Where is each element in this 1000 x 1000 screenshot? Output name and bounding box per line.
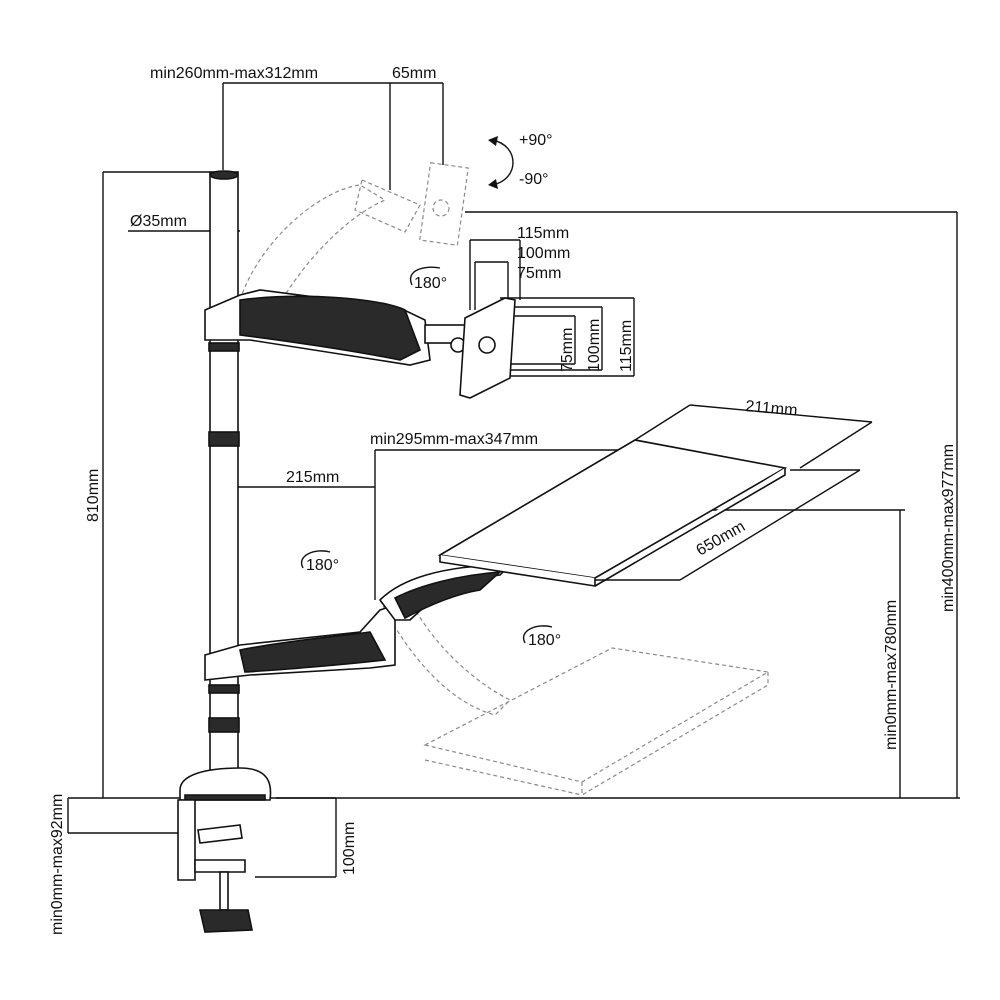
vesa-100-top-label: 100mm <box>517 245 570 262</box>
monitor-height-label: min400mm-max977mm <box>940 444 957 612</box>
rotate-tray-label: 180° <box>528 632 561 649</box>
rotation-arrows <box>300 136 553 644</box>
clamp-range-label: min0mm-max92mm <box>49 794 66 935</box>
vesa-offset-label: 65mm <box>392 65 436 82</box>
tray-height-label: min0mm-max780mm <box>883 600 900 750</box>
rotate-monitor-label: 180° <box>414 275 447 292</box>
ghost-positions <box>239 162 770 797</box>
pole-height-label: 810mm <box>85 469 102 522</box>
pole-diameter-label: Ø35mm <box>130 213 187 230</box>
vesa-75-top-label: 75mm <box>517 265 561 282</box>
rotate-arm-label: 180° <box>306 557 339 574</box>
clamp-depth-label: 100mm <box>341 822 358 875</box>
pole-depth-label: min260mm-max312mm <box>150 65 318 82</box>
keyboard-tray <box>437 439 788 587</box>
tray-arm <box>204 564 512 681</box>
arm-reach-label: min295mm-max347mm <box>370 431 538 448</box>
vesa-115-side-label: 115mm <box>618 320 635 372</box>
pole <box>208 170 240 783</box>
dimension-lines <box>67 82 960 878</box>
tilt-down-label: -90° <box>519 171 549 188</box>
desk-clamp <box>177 767 272 933</box>
vesa-100-side-label: 100mm <box>586 319 603 372</box>
tilt-up-label: +90° <box>519 132 553 149</box>
arm-offset-label: 215mm <box>286 469 339 486</box>
vesa-115-top-label: 115mm <box>517 225 569 242</box>
tray-depth-label: 211mm <box>745 398 798 419</box>
vesa-75-side-label: 75mm <box>559 328 576 372</box>
monitor-arm <box>204 289 516 399</box>
